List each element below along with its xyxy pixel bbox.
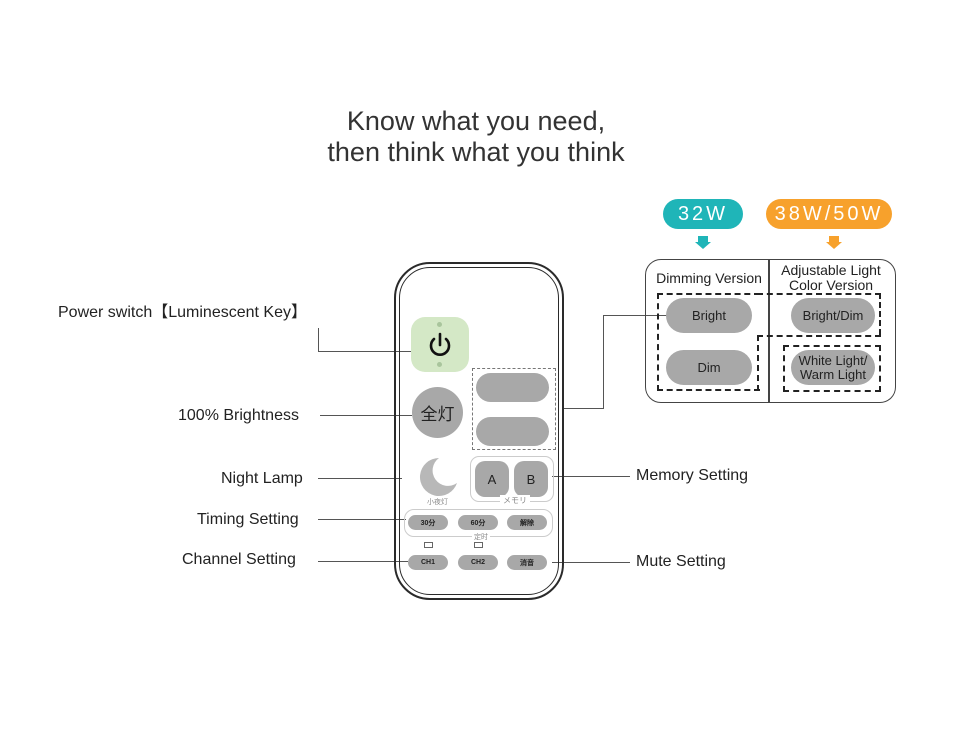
callout-mute: Mute Setting xyxy=(636,553,726,570)
bright-dim-button[interactable]: Bright/Dim xyxy=(791,298,875,333)
timer-30-label: 30分 xyxy=(420,519,436,527)
dim-label: Dim xyxy=(697,359,721,375)
dim-button[interactable]: Dim xyxy=(666,350,752,385)
heading-line-2: then think what you think xyxy=(327,137,625,167)
timer-30-button[interactable]: 30分 xyxy=(408,515,448,530)
leader-line-mute xyxy=(552,562,630,563)
callout-brightness: 100% Brightness xyxy=(178,407,299,424)
badge-38w-50w: 38W/50W xyxy=(766,199,892,229)
leader-line-memory xyxy=(552,476,630,477)
indicator-dot xyxy=(437,322,442,327)
ch1-label: CH1 xyxy=(420,559,435,566)
timer-caption: 定时 xyxy=(472,532,490,542)
leader-line-channel xyxy=(318,561,408,562)
adjustable-title-line-2: Color Version xyxy=(788,277,874,293)
timer-cancel-label: 解除 xyxy=(520,519,534,527)
white-warm-light-button[interactable]: White Light/ Warm Light xyxy=(791,350,875,385)
badge-32w-label: 32W xyxy=(677,202,729,225)
dashed-segment xyxy=(879,293,883,335)
bright-label: Bright xyxy=(692,307,726,323)
arrow-down-icon-teal xyxy=(695,236,711,249)
dimming-key-upper[interactable] xyxy=(476,373,549,402)
remote-control-body xyxy=(394,262,564,600)
callout-channel: Channel Setting xyxy=(182,551,296,568)
power-button[interactable] xyxy=(411,317,469,372)
channel-1-indicator xyxy=(424,542,433,548)
dimming-dashed-group xyxy=(657,293,760,391)
timer-60-button[interactable]: 60分 xyxy=(458,515,498,530)
version-comparison-panel xyxy=(645,259,896,403)
memory-b-button[interactable]: B xyxy=(514,461,548,497)
connector-h1 xyxy=(562,408,603,409)
all-on-button[interactable]: 全灯 xyxy=(412,387,463,438)
callout-timing: Timing Setting xyxy=(197,511,299,528)
ch1-button[interactable]: CH1 xyxy=(408,555,448,570)
bright-button[interactable]: Bright xyxy=(666,298,752,333)
night-lamp-button[interactable] xyxy=(417,455,461,499)
memory-b-label: B xyxy=(526,471,536,487)
adjustable-title-line-1: Adjustable Light xyxy=(781,262,881,278)
badge-32w: 32W xyxy=(663,199,743,229)
leader-line-power-h xyxy=(318,351,411,352)
power-icon xyxy=(429,332,451,356)
panel-divider xyxy=(768,260,770,402)
timer-60-label: 60分 xyxy=(470,519,486,527)
dimming-key-lower[interactable] xyxy=(476,417,549,446)
moon-icon xyxy=(419,457,457,496)
dashed-segment xyxy=(757,293,881,297)
timer-cancel-button[interactable]: 解除 xyxy=(507,515,547,530)
leader-line-brightness xyxy=(320,415,412,416)
memory-caption: メモリ xyxy=(500,495,530,506)
connector-h2 xyxy=(603,315,667,316)
night-lamp-caption: 小夜灯 xyxy=(427,499,448,506)
callout-memory: Memory Setting xyxy=(636,467,749,484)
dimming-version-title: Dimming Version xyxy=(656,270,762,286)
leader-line-power-v xyxy=(318,328,319,351)
dashed-segment xyxy=(757,335,761,391)
memory-a-button[interactable]: A xyxy=(475,461,509,497)
ch2-button[interactable]: CH2 xyxy=(458,555,498,570)
badge-38w-label: 38W/50W xyxy=(774,202,884,225)
page-heading: Know what you need, then think what you … xyxy=(0,106,952,168)
dimming-keys-group xyxy=(472,368,556,450)
leader-line-night-lamp xyxy=(318,478,402,479)
remote-control-inner-outline xyxy=(399,267,559,595)
mute-button[interactable]: 消音 xyxy=(507,555,547,570)
arrow-down-icon-orange xyxy=(826,236,842,249)
indicator-dot xyxy=(437,362,442,367)
warm-light-label: Warm Light xyxy=(800,366,866,382)
leader-line-timing xyxy=(318,519,406,520)
connector-v xyxy=(603,315,604,409)
dashed-segment xyxy=(757,335,881,339)
bright-dim-label: Bright/Dim xyxy=(802,307,864,323)
callout-power-switch: Power switch【Luminescent Key】 xyxy=(58,304,307,321)
channel-2-indicator xyxy=(474,542,483,548)
mute-label: 消音 xyxy=(520,559,534,567)
heading-line-1: Know what you need, xyxy=(346,106,606,136)
adjustable-version-title: Adjustable Light Color Version xyxy=(770,263,892,293)
white-light-label: White Light/ xyxy=(798,352,868,368)
color-temp-dashed-group xyxy=(783,345,881,392)
ch2-label: CH2 xyxy=(470,559,485,566)
all-on-label: 全灯 xyxy=(420,405,455,424)
callout-night-lamp: Night Lamp xyxy=(221,470,303,487)
memory-a-label: A xyxy=(487,471,497,487)
